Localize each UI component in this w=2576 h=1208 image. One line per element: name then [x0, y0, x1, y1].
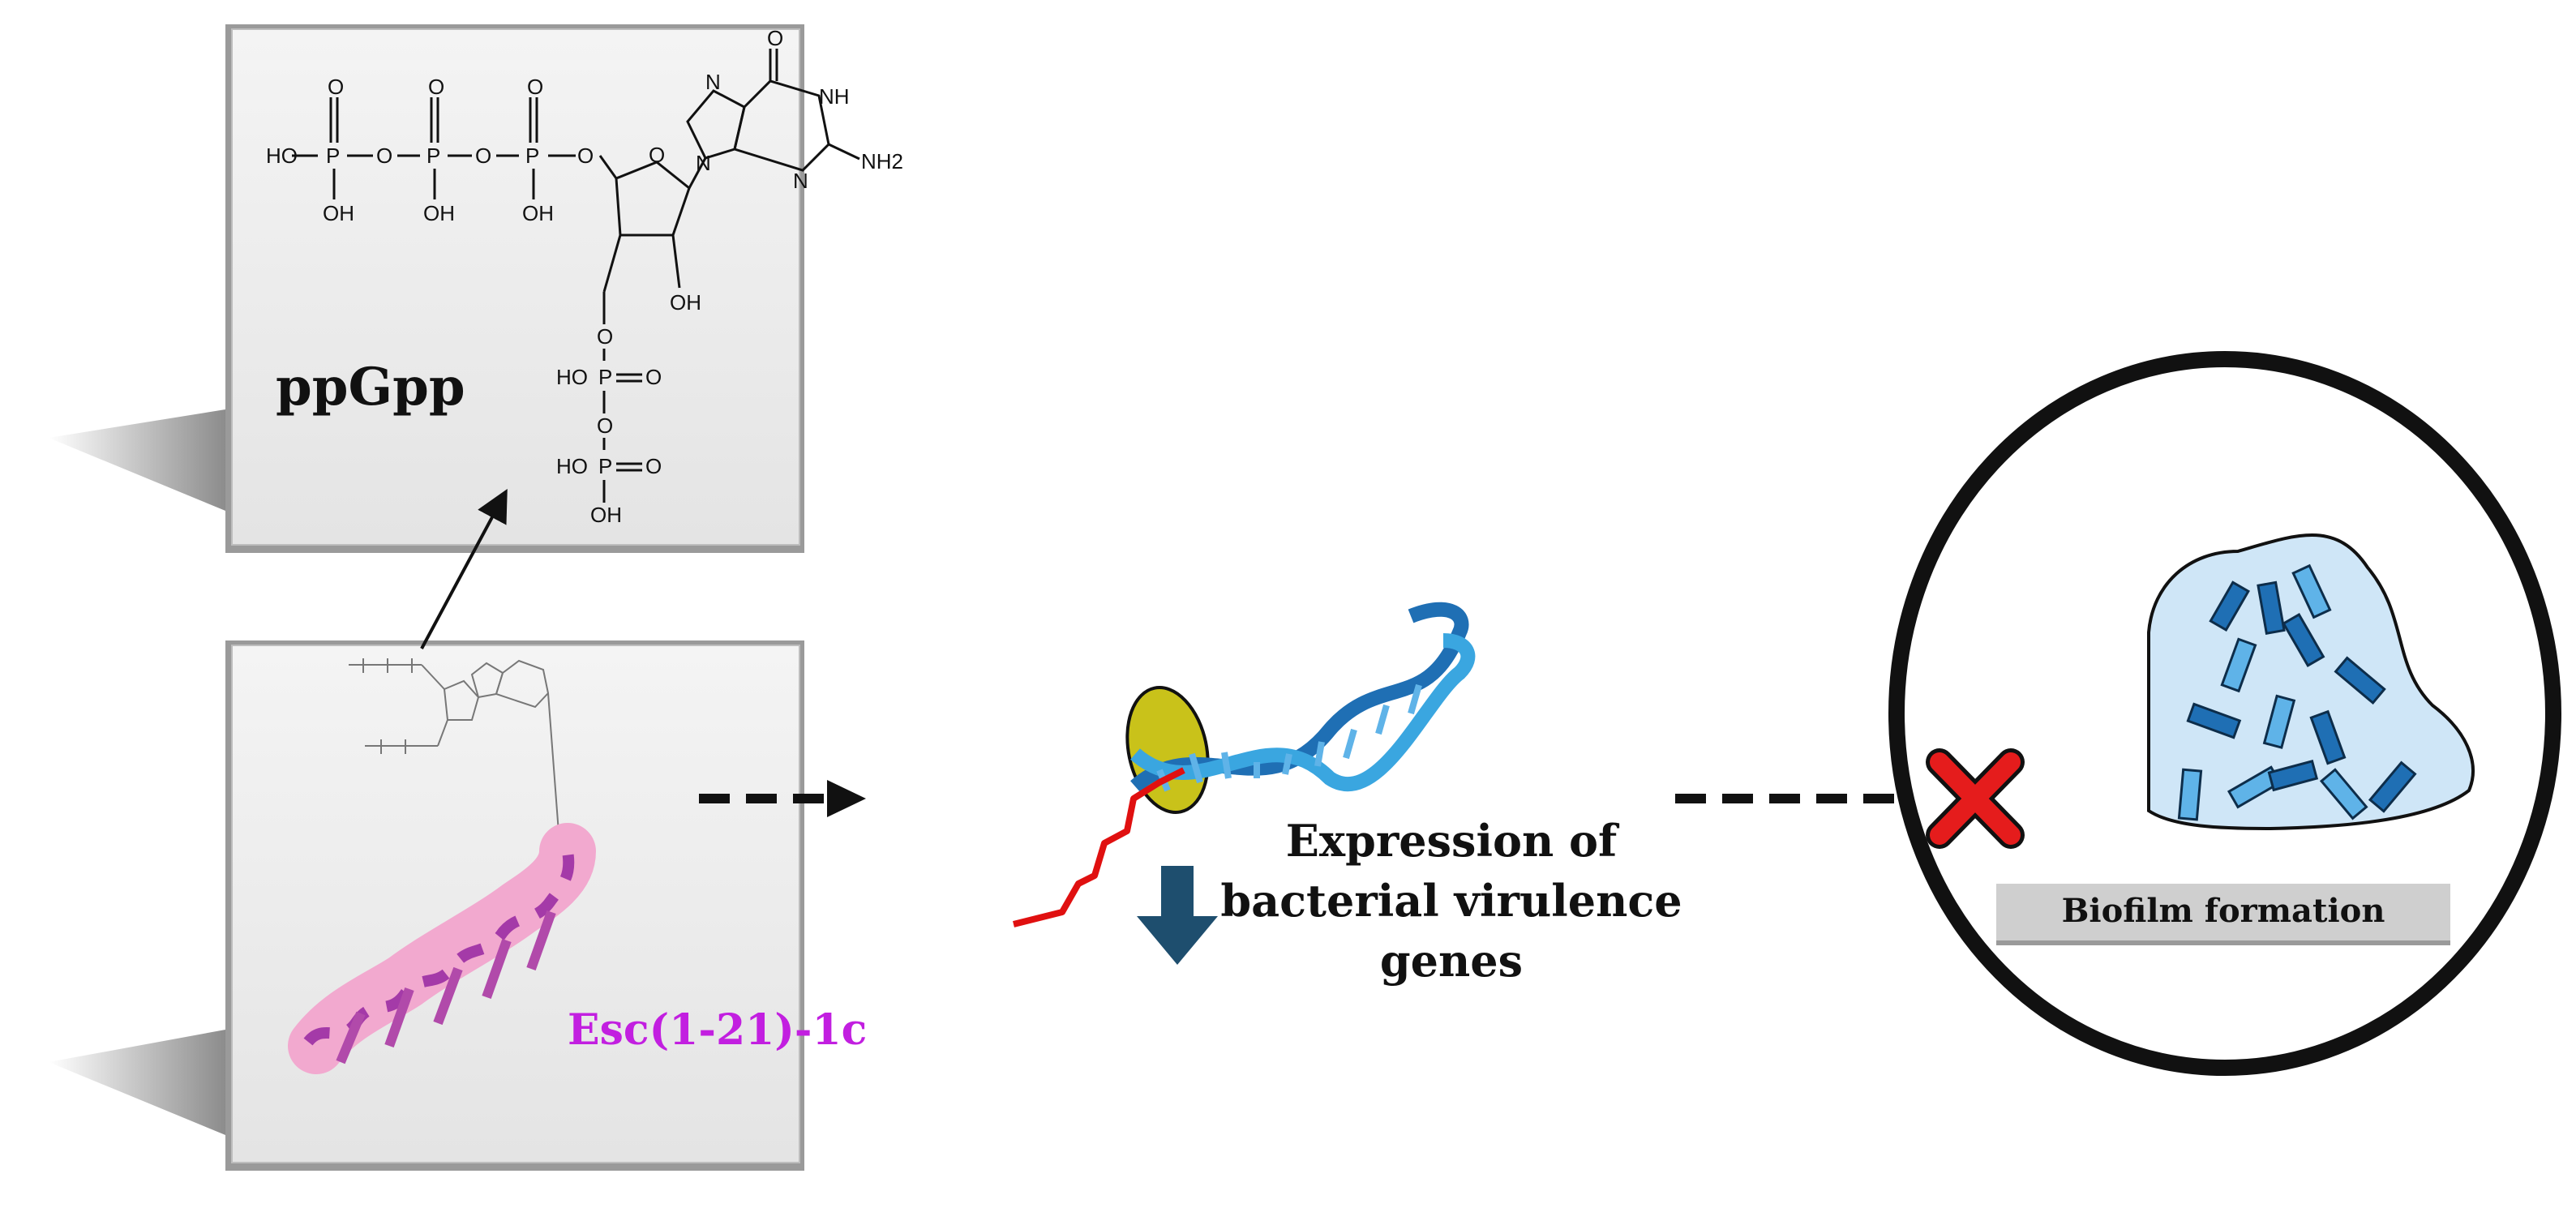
svg-text:P: P: [598, 454, 612, 478]
down-arrow-icon: [1137, 866, 1218, 965]
ppgpp-small-structure: [349, 658, 560, 844]
svg-text:O: O: [597, 413, 613, 438]
svg-text:O: O: [645, 365, 662, 389]
svg-text:P: P: [326, 144, 340, 168]
svg-text:OH: OH: [323, 201, 354, 225]
svg-text:N: N: [696, 151, 711, 175]
svg-text:OH: OH: [590, 503, 622, 527]
inhibit-x-icon: [1926, 748, 2025, 849]
svg-text:P: P: [525, 144, 539, 168]
box-shadow-bottom: [49, 1030, 225, 1135]
svg-text:N: N: [793, 169, 808, 193]
svg-text:P: P: [426, 144, 440, 168]
dashed-arrow-1: [699, 780, 866, 817]
svg-text:O: O: [475, 144, 491, 168]
biofilm-label-bar: [1996, 884, 2450, 945]
svg-text:O: O: [649, 143, 665, 167]
ppgpp-atom-labels: HO P O OH O P O OH O P O OH O O N N O NH…: [266, 26, 903, 527]
svg-text:O: O: [428, 75, 444, 99]
svg-text:HO: HO: [556, 365, 588, 389]
box-shadow-top: [49, 409, 225, 511]
peptide-label: Esc(1-21)-1c: [568, 1005, 868, 1055]
svg-text:O: O: [767, 26, 783, 50]
svg-text:O: O: [328, 75, 344, 99]
ppgpp-structure: [292, 49, 860, 503]
expression-label: Expression of bacterial virulence genes: [1220, 815, 1682, 987]
svg-text:O: O: [527, 75, 543, 99]
biofilm-label: Biofilm formation: [2061, 892, 2385, 930]
svg-text:OH: OH: [670, 290, 701, 315]
peptide-helix: [288, 823, 596, 1074]
svg-text:HO: HO: [556, 454, 588, 478]
mrna-strand: [1013, 767, 1185, 927]
svg-text:O: O: [376, 144, 392, 168]
svg-text:P: P: [598, 365, 612, 389]
svg-text:O: O: [645, 454, 662, 478]
ppgpp-label: ppGpp: [276, 357, 465, 418]
svg-text:O: O: [597, 324, 613, 349]
biofilm-matrix: [2147, 533, 2475, 831]
link-arrow: [420, 488, 508, 649]
svg-text:NH: NH: [819, 84, 850, 109]
svg-text:O: O: [577, 144, 594, 168]
ppgpp-box: [225, 24, 804, 553]
svg-text:OH: OH: [522, 201, 554, 225]
svg-text:HO: HO: [266, 144, 298, 168]
svg-text:NH2: NH2: [861, 149, 903, 173]
svg-text:OH: OH: [423, 201, 455, 225]
svg-text:N: N: [705, 70, 721, 94]
